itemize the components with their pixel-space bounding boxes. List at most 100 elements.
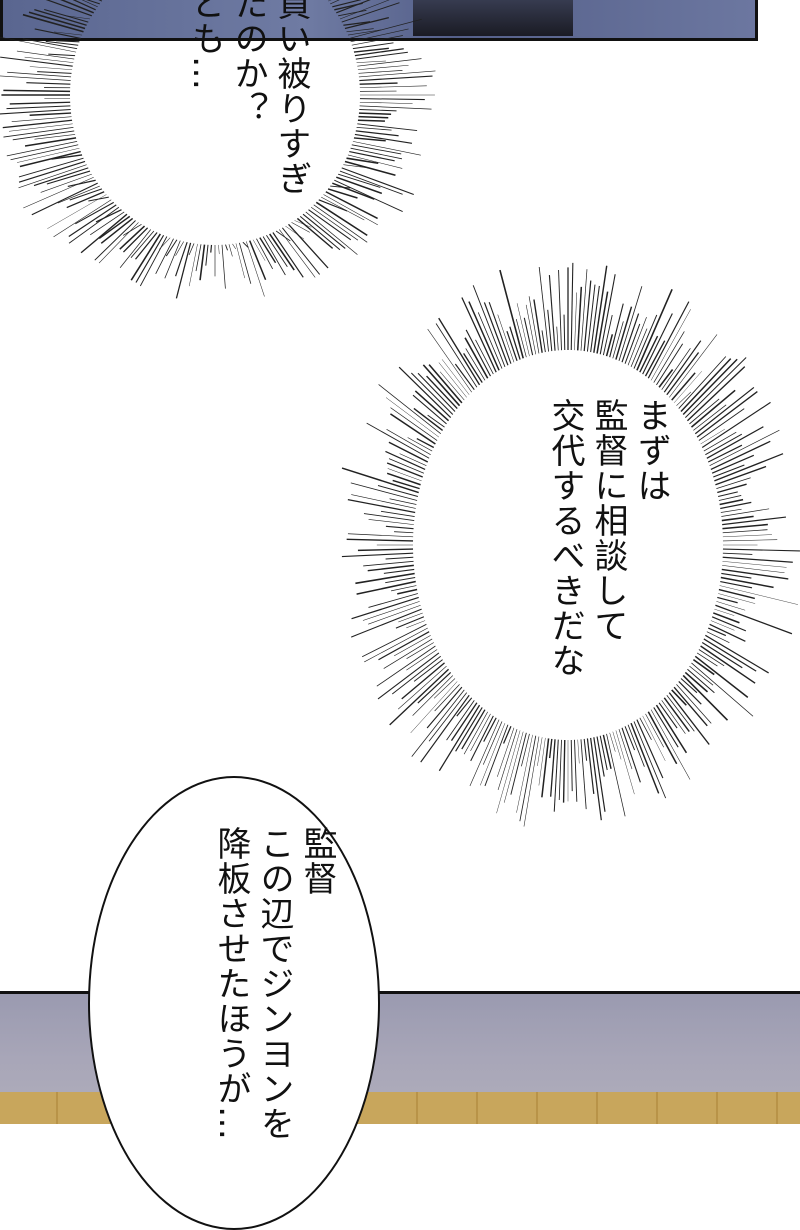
burst-line xyxy=(483,721,502,764)
burst-line xyxy=(56,41,79,42)
burst-line xyxy=(266,235,287,266)
burst-line xyxy=(285,226,304,239)
burst-line xyxy=(0,37,76,52)
burst-line xyxy=(99,216,130,238)
burst-line xyxy=(517,735,533,813)
burst-line xyxy=(232,244,235,249)
burst-line xyxy=(542,738,549,797)
burst-line xyxy=(69,207,119,243)
burst-line xyxy=(263,236,285,275)
burst-line xyxy=(387,473,420,484)
burst-line xyxy=(439,705,479,771)
burst-line xyxy=(497,728,514,777)
burst-line xyxy=(662,700,686,733)
burst-line xyxy=(37,72,71,74)
burst-line xyxy=(616,730,634,794)
burst-line xyxy=(628,317,646,365)
burst-line xyxy=(211,245,212,253)
burst-line xyxy=(683,675,727,720)
burst-line xyxy=(578,287,582,351)
burst-line xyxy=(26,83,70,84)
thought-bubble-1-text: 買い被りすぎたのか？とも… xyxy=(140,0,398,196)
burst-line xyxy=(587,738,593,793)
burst-line xyxy=(23,15,84,32)
burst-line xyxy=(504,732,523,803)
burst-line xyxy=(250,241,266,280)
burst-line xyxy=(30,67,72,70)
burst-line xyxy=(282,228,319,275)
burst-line xyxy=(226,245,228,251)
speech-bubble-text: 監督この辺でジンヨンを降板させたほうが… xyxy=(166,826,424,1141)
burst-line xyxy=(581,269,587,351)
line: 降板させたほうが… xyxy=(209,826,252,1141)
burst-line xyxy=(386,526,414,528)
burst-line xyxy=(189,244,197,286)
burst-line xyxy=(19,158,84,177)
burst-line xyxy=(75,202,113,223)
burst-line xyxy=(270,234,295,270)
burst-line xyxy=(564,740,565,803)
burst-line xyxy=(550,739,552,758)
burst-line xyxy=(524,318,532,355)
burst-line xyxy=(574,740,576,802)
burst-line xyxy=(364,628,428,662)
burst-line xyxy=(394,532,413,533)
burst-line xyxy=(289,224,329,268)
burst-line xyxy=(20,152,81,167)
burst-line xyxy=(559,740,561,800)
line: この辺でジンヨンを xyxy=(252,826,295,1141)
burst-line xyxy=(6,106,70,109)
burst-line xyxy=(65,16,90,19)
burst-line xyxy=(200,245,204,281)
burst-line xyxy=(206,245,208,266)
burst-line xyxy=(664,341,701,392)
line: 監督 xyxy=(295,826,338,1141)
burst-line xyxy=(381,511,415,516)
burst-line xyxy=(347,539,413,541)
burst-line xyxy=(219,245,220,254)
burst-line xyxy=(3,90,70,91)
burst-line xyxy=(542,330,545,352)
burst-line xyxy=(607,734,626,816)
burst-line xyxy=(393,480,420,488)
burst-line xyxy=(385,451,425,469)
burst-line xyxy=(342,553,413,556)
line: 交代するべきだな xyxy=(543,398,586,678)
burst-line xyxy=(352,597,419,618)
burst-line xyxy=(421,695,469,762)
burst-line xyxy=(574,293,576,351)
line: とも… xyxy=(183,0,226,196)
burst-line xyxy=(363,601,420,620)
burst-line xyxy=(222,245,225,289)
burst-line xyxy=(47,171,90,184)
burst-line xyxy=(351,609,421,637)
line: まずは xyxy=(629,398,672,678)
burst-line xyxy=(355,573,414,583)
burst-line xyxy=(398,666,446,709)
line: 買い被りすぎ xyxy=(269,0,312,196)
burst-line xyxy=(29,12,85,28)
burst-line xyxy=(669,693,709,745)
burst-line xyxy=(429,693,467,742)
line: 監督に相談して xyxy=(586,398,629,678)
burst-line xyxy=(597,737,604,777)
burst-line xyxy=(30,113,71,115)
burst-line xyxy=(369,519,414,524)
burst-line xyxy=(397,590,417,594)
burst-line xyxy=(473,285,505,367)
burst-line xyxy=(610,304,624,358)
burst-line xyxy=(417,439,434,448)
burst-line xyxy=(557,327,559,351)
burst-line xyxy=(48,54,75,55)
burst-line xyxy=(504,726,511,743)
burst-line xyxy=(10,102,70,104)
burst-line xyxy=(613,732,621,760)
burst-line xyxy=(564,315,565,350)
burst-line xyxy=(548,310,552,351)
burst-line xyxy=(521,734,529,766)
burst-line xyxy=(465,338,488,378)
burst-line xyxy=(17,148,79,162)
burst-line xyxy=(571,263,573,350)
burst-line xyxy=(236,243,245,278)
burst-line xyxy=(634,721,666,798)
